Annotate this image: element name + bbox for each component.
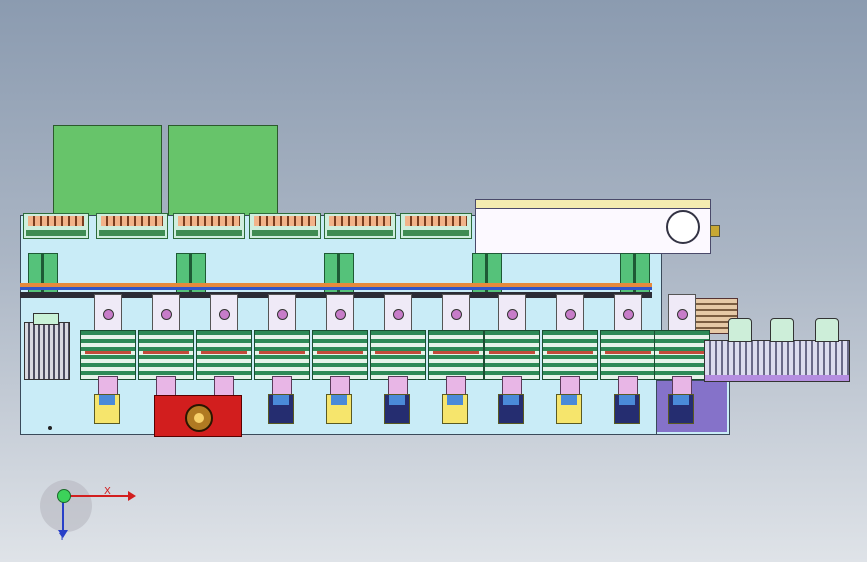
terminal-block[interactable] <box>400 213 472 239</box>
conveyor-roller[interactable] <box>770 318 794 342</box>
y-arrow-icon <box>58 530 68 538</box>
conveyor-roller[interactable] <box>728 318 752 342</box>
motor-housing[interactable] <box>475 199 711 254</box>
process-station[interactable] <box>312 294 368 434</box>
housing-knob[interactable] <box>710 225 720 237</box>
frame-marker-dot <box>48 426 52 430</box>
left-hopper[interactable] <box>24 313 70 380</box>
y-axis-line <box>62 498 64 532</box>
terminal-block[interactable] <box>324 213 396 239</box>
rail-blue <box>20 287 652 290</box>
process-station[interactable] <box>654 294 710 434</box>
x-arrow-icon <box>128 491 136 501</box>
origin-sphere-icon <box>57 489 71 503</box>
process-station[interactable] <box>428 294 484 434</box>
process-station[interactable] <box>254 294 310 434</box>
process-station[interactable] <box>370 294 426 434</box>
x-axis-line <box>64 495 130 497</box>
red-drive-unit[interactable] <box>154 395 242 437</box>
motor-circle-icon[interactable] <box>666 210 700 244</box>
process-station[interactable] <box>542 294 598 434</box>
triad-shade <box>40 480 92 532</box>
terminal-block[interactable] <box>96 213 168 239</box>
conveyor-roller[interactable] <box>815 318 839 342</box>
process-station[interactable] <box>80 294 136 434</box>
process-station[interactable] <box>138 294 194 434</box>
process-station[interactable] <box>196 294 252 434</box>
pcb-board-left[interactable] <box>53 125 162 219</box>
terminal-block[interactable] <box>23 213 89 239</box>
axis-triad[interactable]: X Y <box>40 480 136 544</box>
rail-orange <box>20 283 652 287</box>
process-station[interactable] <box>600 294 656 434</box>
output-conveyor[interactable] <box>704 340 850 382</box>
terminal-block[interactable] <box>173 213 245 239</box>
process-station[interactable] <box>484 294 540 434</box>
x-axis-label: X <box>104 486 111 497</box>
dial-icon <box>185 404 213 432</box>
terminal-block[interactable] <box>249 213 321 239</box>
y-axis-label: Y <box>59 532 66 543</box>
pcb-board-right[interactable] <box>168 125 278 219</box>
